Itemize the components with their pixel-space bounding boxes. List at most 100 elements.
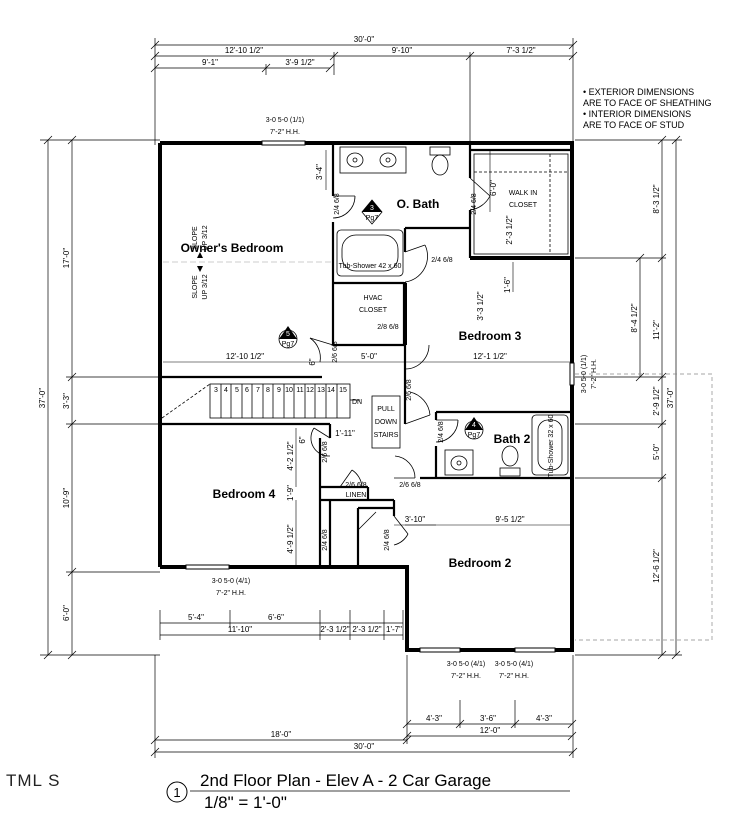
stair-number: 15 [339, 387, 347, 394]
room-bedroom-3: Bedroom 3 [459, 329, 522, 343]
tub-shower-2: Tub-Shower 32 x 60 [548, 415, 555, 478]
stair-number: 4 [224, 387, 228, 394]
dim-right-r6: 12'-6 1/2" [652, 549, 661, 583]
dim-left-l3: 10'-9" [62, 488, 71, 509]
pull-down-stairs: PULL DOWN STAIRS [371, 395, 401, 449]
dim-right-r5: 5'-0" [652, 444, 661, 460]
windows [185, 140, 575, 653]
dimension-notes: • EXTERIOR DIMENSIONS ARE TO FACE OF SHE… [583, 87, 712, 130]
dim-top-a: 12'-10 1/2" [225, 46, 263, 55]
dim-top-overall: 30'-0" [354, 35, 375, 44]
slope-arrow-down-icon [197, 266, 203, 272]
door-label: 2/6 6/8 [322, 441, 329, 463]
dim-interior: 6" [308, 358, 317, 365]
exterior-walls [158, 141, 574, 652]
window-label-bed4-1: 3-0 5-0 (4/1) [212, 578, 251, 585]
interior-dimension-lines [163, 150, 572, 567]
slope-indicators: SLOPE UP 3/12 SLOPE UP 3/12 [163, 225, 333, 300]
dim-bottom: 2'-3 1/2" [352, 625, 381, 634]
right-dimensions [575, 135, 682, 660]
dim-bottom: 4'-3" [536, 714, 552, 723]
stair-number: 8 [266, 387, 270, 394]
stair-number: 3 [214, 387, 218, 394]
dim-right-overall: 37'-0" [666, 388, 675, 409]
dim-bottom: 3'-6" [480, 714, 496, 723]
door-label: 2/4 6/8 [322, 529, 329, 551]
stair-numbers: 3 4 5 6 7 8 9 10 11 12 13 14 15 DN [214, 387, 362, 406]
dim-interior: 1'-11" [335, 429, 355, 438]
dim-bottom: 12'-0" [480, 726, 501, 735]
window-label-bed4-2: 7'-2" H.H. [216, 590, 246, 597]
stair-number: 10 [285, 387, 293, 394]
window-label-bed2b-1: 3-0 5-0 (4/1) [495, 661, 534, 668]
door-label: 2/4 6/8 [334, 193, 341, 215]
dim-top-c: 7'-3 1/2" [506, 46, 535, 55]
wall-thickening [403, 256, 572, 345]
stair-direction-label: DN [352, 399, 362, 406]
hvac-closet-label-1: HVAC [364, 295, 383, 302]
note-line-1: • EXTERIOR DIMENSIONS [583, 87, 694, 97]
dim-interior: 1'-9" [286, 485, 295, 501]
note-line-2: ARE TO FACE OF SHEATHING [583, 98, 712, 108]
walk-in-closet-label-1: WALK IN [509, 190, 538, 197]
dim-bottom: 18'-0" [271, 730, 292, 739]
dim-left-l2: 3'-3" [62, 393, 71, 409]
dim-bottom: 6'-6" [268, 613, 284, 622]
dim-interior: 3'-10" [405, 515, 426, 524]
exterior-wall-segments [160, 565, 420, 652]
dim-interior: 3'-3 1/2" [476, 291, 485, 320]
dim-right-r3: 11'-2" [652, 320, 661, 340]
pull-down-stairs-label-3: STAIRS [374, 432, 399, 439]
dim-bottom-overall: 30'-0" [354, 742, 375, 751]
dim-interior: 6" [298, 436, 307, 443]
tub-shower-1: Tub-Shower 42 x 60 [339, 263, 402, 270]
left-dimensions [40, 135, 160, 660]
dim-interior: 1'-6" [503, 277, 512, 293]
note-line-4: ARE TO FACE OF STUD [583, 120, 685, 130]
dim-top-e: 3'-9 1/2" [285, 58, 314, 67]
dim-interior: 9'-5 1/2" [495, 515, 524, 524]
window-label-bed3-2: 7'-2" H.H. [591, 359, 598, 389]
walk-in-closet-label-2: CLOSET [509, 202, 538, 209]
door-label: 2/4 6/8 [384, 529, 391, 551]
dim-bottom: 11'-10" [228, 625, 252, 634]
slope-label-4: UP 3/12 [202, 274, 209, 299]
door-label: 2/6 6/8 [332, 341, 339, 363]
room-owner-bath: O. Bath [397, 197, 440, 211]
door-label: 2/6 6/8 [406, 379, 413, 401]
slope-label-1: SLOPE [192, 226, 199, 250]
top-dimensions [150, 38, 578, 145]
dim-bottom: 2'-3 1/2" [320, 625, 349, 634]
section-mark-1: 3 Pg7 [361, 199, 383, 225]
dim-interior: 4'-9 1/2" [286, 524, 295, 553]
stair-number: 7 [256, 387, 260, 394]
dim-interior: 6'-0" [489, 180, 498, 196]
door-swings [309, 177, 491, 546]
door-label: 2/6 6/8 [399, 482, 421, 489]
stair-number: 14 [327, 387, 335, 394]
dim-left-l4: 6'-0" [62, 605, 71, 621]
stair-number: 6 [245, 387, 249, 394]
drawing-scale: 1/8" = 1'-0" [204, 793, 287, 812]
section-mark-2-number: 5 [286, 331, 290, 338]
stair-number: 11 [296, 387, 303, 394]
drawing-number: 1 [173, 785, 180, 800]
fixtures [336, 146, 569, 477]
drawing-title: 2nd Floor Plan - Elev A - 2 Car Garage [200, 771, 491, 790]
window-label-bed2b-2: 7'-2" H.H. [499, 673, 529, 680]
dim-bottom: 4'-3" [426, 714, 442, 723]
window-label-bed3-1: 3-0 5-0 (1/1) [581, 355, 588, 394]
dim-interior: 12'-1 1/2" [473, 352, 507, 361]
dim-interior: 12'-10 1/2" [226, 352, 264, 361]
dim-bottom: 1'-7" [386, 625, 402, 634]
section-mark-1-page: Pg7 [366, 215, 379, 222]
staircase [161, 383, 360, 419]
stair-number: 13 [317, 387, 325, 394]
window-label-bed2a-1: 3-0 5-0 (4/1) [447, 661, 486, 668]
hvac-closet-label-2: CLOSET [359, 307, 388, 314]
room-bath-2: Bath 2 [494, 432, 531, 446]
dim-left-l1: 17'-0" [62, 248, 71, 269]
door-label: 2/6 6/8 [345, 482, 367, 489]
dim-interior: 2'-3 1/2" [505, 215, 514, 244]
